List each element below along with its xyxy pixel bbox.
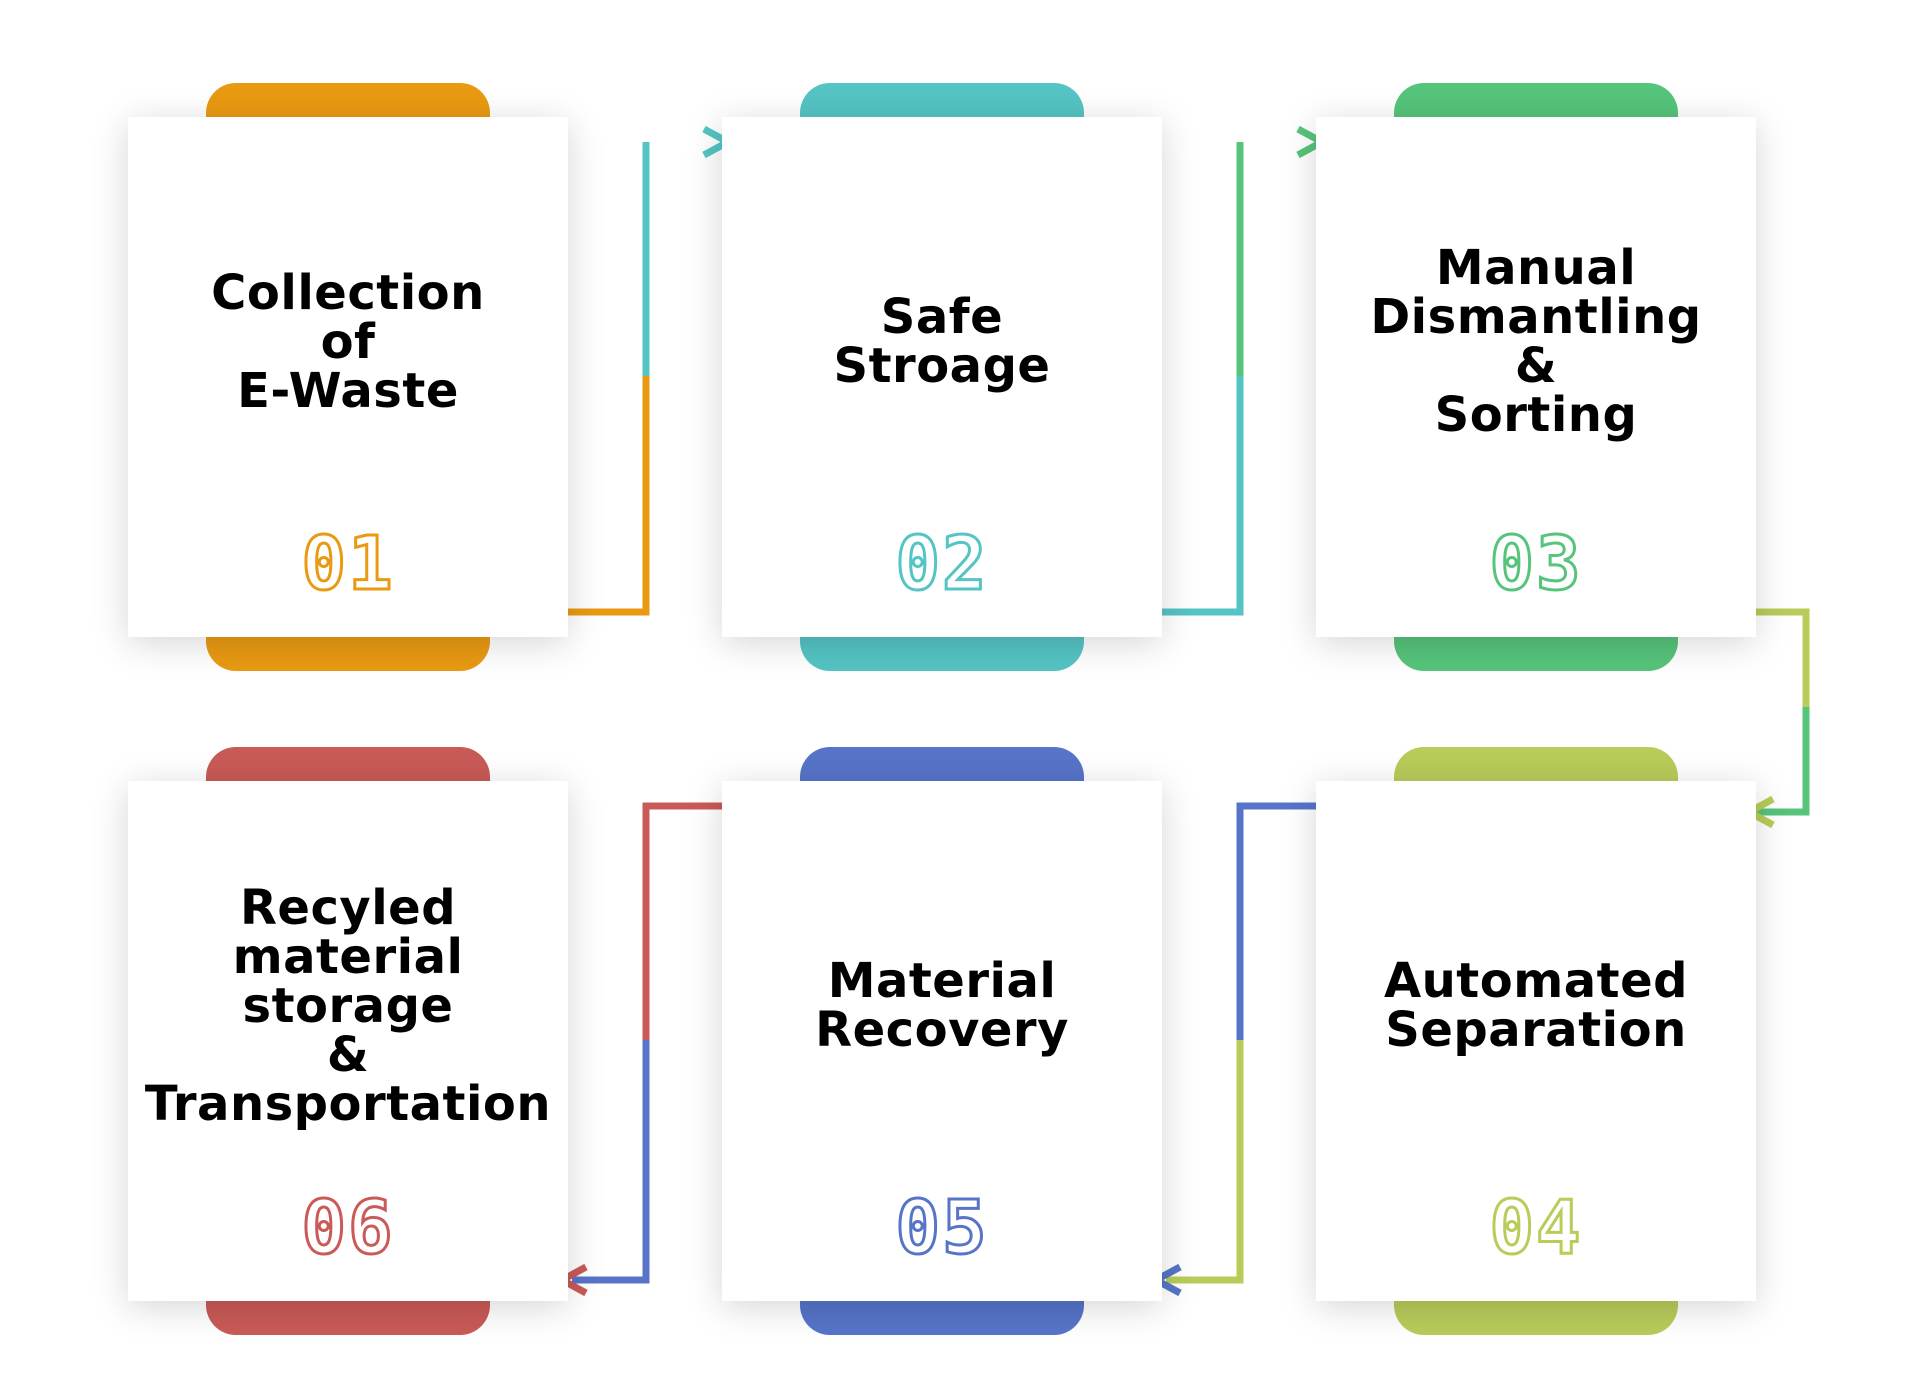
connector-01-02-from-segment <box>566 376 650 616</box>
step-title-line: Transportation <box>144 1075 552 1132</box>
step-title-line: Recovery <box>815 1002 1069 1058</box>
step-title-line: & <box>1514 338 1558 394</box>
step-title-line: Stroage <box>833 338 1051 394</box>
step-title-line: Material <box>827 953 1057 1009</box>
step-title-line: Recyled <box>239 879 457 936</box>
step-title-line: Automated <box>1383 953 1688 1009</box>
step-title-line: Safe <box>880 289 1004 345</box>
step-title-line: Dismantling <box>1370 289 1702 345</box>
step-number: 03 <box>1488 521 1583 607</box>
step-title-line: E-Waste <box>237 362 459 419</box>
connector-04-05-to-segment <box>1236 802 1316 1040</box>
connector-05-06-from-segment <box>572 1040 650 1284</box>
connector-04-05-from-segment <box>1166 1040 1244 1284</box>
step-number: 05 <box>894 1185 989 1271</box>
step-number: 01 <box>300 521 395 607</box>
step-title-line: storage <box>242 977 454 1034</box>
step-title-line: Manual <box>1435 240 1637 296</box>
step-title-line: material <box>232 928 464 985</box>
step-title-line: Separation <box>1385 1002 1687 1058</box>
step-title-line: & <box>326 1026 370 1083</box>
connector-05-06-to-segment <box>642 802 722 1040</box>
step-number: 06 <box>300 1185 395 1271</box>
step-title-line: of <box>320 313 376 370</box>
step-number: 04 <box>1488 1185 1583 1271</box>
connector-03-04-to-segment <box>1756 608 1810 707</box>
step-number: 02 <box>894 521 989 607</box>
connector-02-03-from-segment <box>1160 376 1244 616</box>
step-title-line: Sorting <box>1434 387 1638 443</box>
step-title-line: Collection <box>211 264 485 321</box>
connector-03-04-from-segment <box>1756 707 1810 816</box>
